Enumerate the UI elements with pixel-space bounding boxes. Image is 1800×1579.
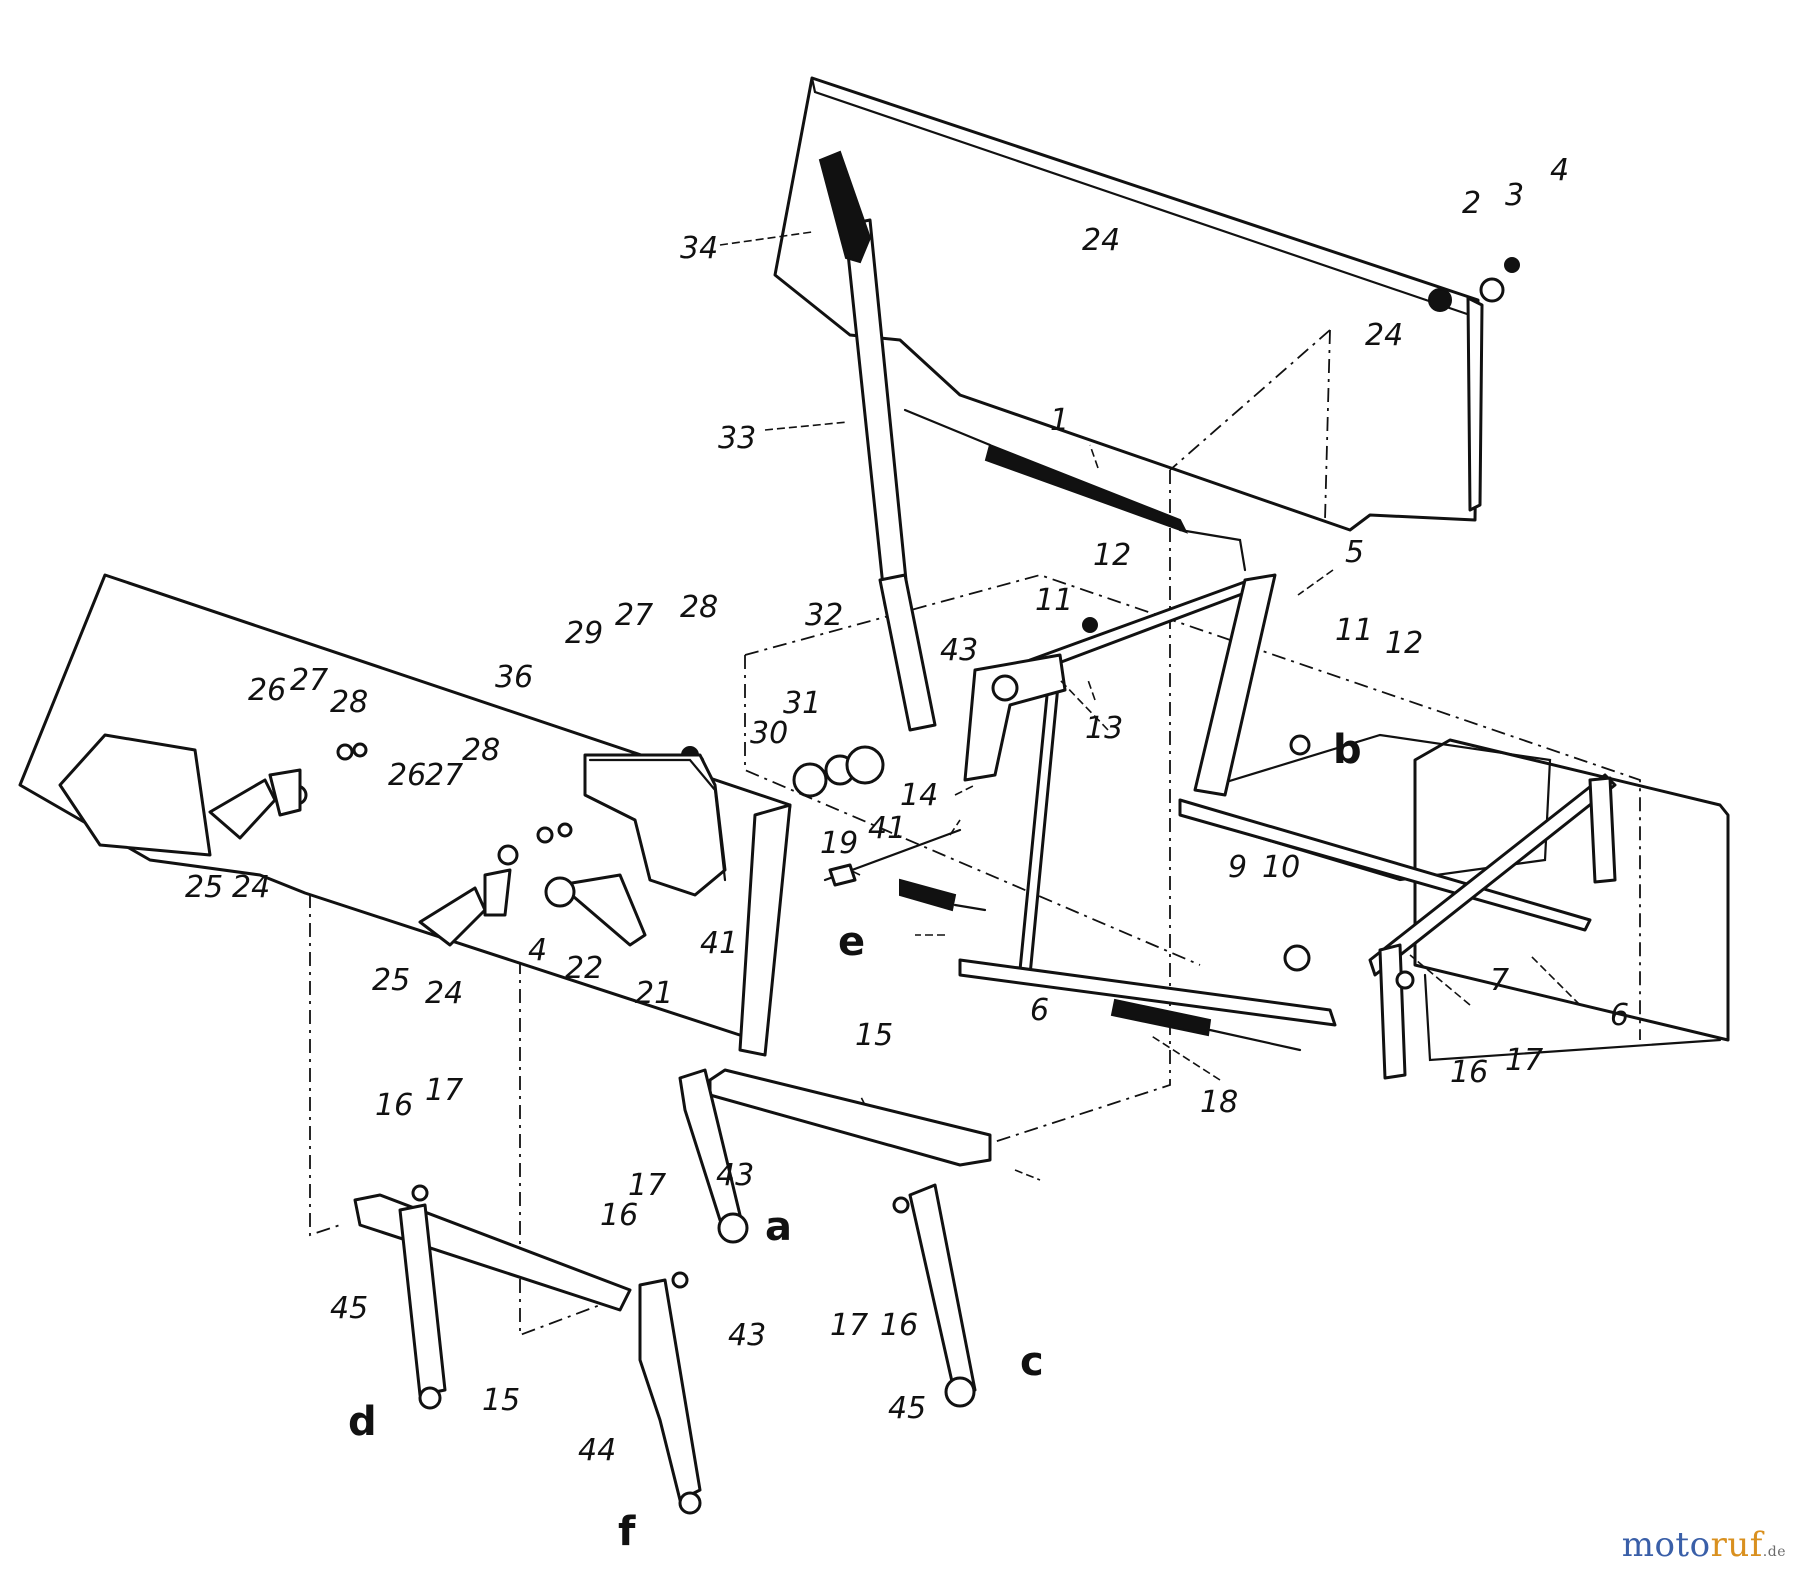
lower-springs <box>823 828 1302 1052</box>
callout-41-left: 41 <box>700 926 738 961</box>
callout-4-center: 4 <box>528 933 547 968</box>
callout-43-bracket: 43 <box>940 633 978 668</box>
callout-45-right: 45 <box>888 1391 926 1426</box>
notched-sector-plate <box>583 753 727 897</box>
callout-17-lower-right: 17 <box>830 1308 868 1343</box>
callout-25-center: 25 <box>372 963 410 998</box>
hand-lever <box>818 150 937 732</box>
callout-5: 5 <box>1345 535 1364 570</box>
callout-16-lower-right: 16 <box>880 1308 918 1343</box>
lower-link-bars <box>353 1068 992 1515</box>
callout-30: 30 <box>750 716 788 751</box>
callout-43-link-lower: 43 <box>728 1318 766 1353</box>
callout-28-left: 28 <box>330 685 368 720</box>
callout-24-panel-right: 24 <box>1365 318 1403 353</box>
callout-9: 9 <box>1228 850 1247 885</box>
callout-28-center: 28 <box>462 733 500 768</box>
callout-25-left: 25 <box>185 870 223 905</box>
callout-36: 36 <box>495 660 533 695</box>
left-side-panel <box>18 573 792 1057</box>
letter-b: b <box>1333 727 1362 773</box>
leader-lines <box>719 231 1581 1181</box>
callout-16-lower-left: 16 <box>600 1198 638 1233</box>
callout-43-link-upper: 43 <box>716 1158 754 1193</box>
brand-name-part2: ruf <box>1710 1525 1763 1565</box>
letter-c: c <box>1020 1339 1044 1385</box>
letter-f: f <box>618 1509 636 1555</box>
callout-13: 13 <box>1085 711 1123 746</box>
pivot-bracket <box>963 653 1067 782</box>
callout-24-panel: 24 <box>1082 223 1120 258</box>
callout-17-lower-left: 17 <box>628 1168 666 1203</box>
hardware-parts <box>286 257 1520 990</box>
connection-letters: a b c d e f <box>348 727 1362 1555</box>
letter-e: e <box>838 919 865 965</box>
callout-26-center: 26 <box>388 758 426 793</box>
callout-6-center: 6 <box>1030 993 1049 1028</box>
callout-7: 7 <box>1490 963 1509 998</box>
brand-tld: .de <box>1762 1544 1786 1560</box>
callout-labels: 1 2 3 4 5 6 6 7 9 10 11 11 12 12 13 14 1… <box>185 153 1629 1468</box>
callout-17-right: 17 <box>1505 1043 1543 1078</box>
callout-10: 10 <box>1262 850 1300 885</box>
callout-21: 21 <box>635 976 673 1011</box>
letter-d: d <box>348 1399 377 1445</box>
callout-11-left: 11 <box>1035 583 1073 618</box>
callout-27-top: 27 <box>615 598 653 633</box>
callout-41-center: 41 <box>868 811 906 846</box>
callout-11-right: 11 <box>1335 613 1373 648</box>
callout-1: 1 <box>1050 403 1069 438</box>
letter-a: a <box>765 1204 792 1250</box>
callout-27-center: 27 <box>425 758 463 793</box>
callout-16-upper-left: 16 <box>375 1088 413 1123</box>
tension-spring-1 <box>903 408 1247 572</box>
callout-33: 33 <box>718 421 756 456</box>
callout-45-left: 45 <box>330 1291 368 1326</box>
callout-12-right: 12 <box>1385 626 1423 661</box>
callout-4-top: 4 <box>1550 153 1569 188</box>
callout-24-left: 24 <box>232 870 270 905</box>
callout-18: 18 <box>1200 1085 1238 1120</box>
callout-15-upper: 15 <box>855 1018 893 1053</box>
callout-3: 3 <box>1505 178 1524 213</box>
linkage-rods <box>958 573 1617 1080</box>
callout-12-left: 12 <box>1093 538 1131 573</box>
callout-16-right: 16 <box>1450 1055 1488 1090</box>
callout-26-left: 26 <box>248 673 286 708</box>
rear-cover-panel <box>773 76 1484 532</box>
callout-6-right: 6 <box>1610 998 1629 1033</box>
motoruf-logo: motoruf.de <box>1622 1525 1786 1565</box>
callout-32: 32 <box>805 598 843 633</box>
callout-2: 2 <box>1462 186 1481 221</box>
callout-31: 31 <box>783 686 821 721</box>
right-frame-housing <box>1198 733 1730 1062</box>
brand-name-part1: moto <box>1621 1525 1711 1565</box>
callout-29: 29 <box>565 616 603 651</box>
callout-24-center: 24 <box>425 976 463 1011</box>
callout-28-top: 28 <box>680 590 718 625</box>
callout-44: 44 <box>578 1433 616 1468</box>
callout-19: 19 <box>820 826 858 861</box>
callout-15-lower: 15 <box>482 1383 520 1418</box>
callout-17-upper-left: 17 <box>425 1073 463 1108</box>
cam-levers <box>208 768 647 947</box>
callout-27-left: 27 <box>290 663 328 698</box>
callout-34: 34 <box>680 231 718 266</box>
callout-14: 14 <box>900 778 938 813</box>
callout-22: 22 <box>565 951 603 986</box>
